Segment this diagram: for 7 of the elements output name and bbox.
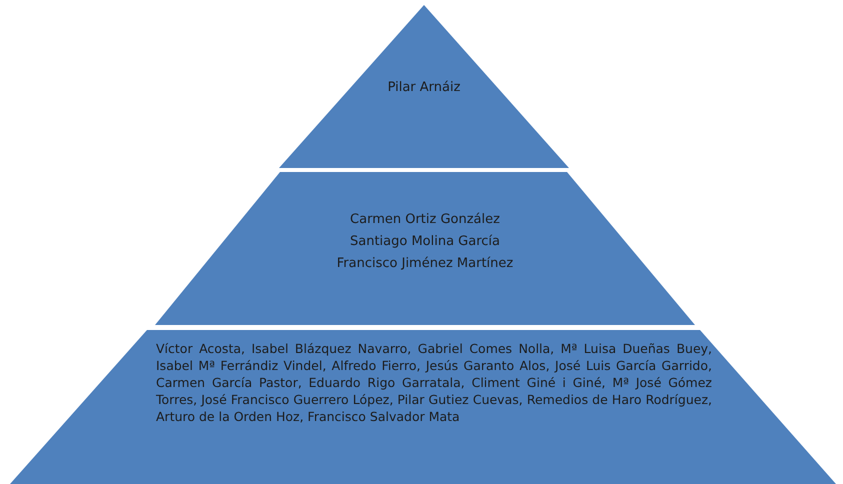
name-text: Pilar Arnáiz [388,80,460,95]
pyramid-tier [10,330,836,484]
pyramid-tier [155,172,695,325]
name-text: Francisco Jiménez Martínez [336,256,514,271]
name-text: Carmen Ortiz González [350,212,500,227]
name-text: Santiago Molina García [350,234,500,249]
name-list: Víctor Acosta, Isabel Blázquez Navarro, Gabriel Comes Nolla, Mª Luisa Dueñas Buey, Isabel Mª Ferrándiz Vindel, Alfredo Fierro, Jesús Garanto Alos, José Luis García Garrido, Carmen García Pastor, Eduardo Rigo Garratala, Climent Giné i Giné, Mª José Gómez Torres, José Francisco Guerrero López, Pilar Gutiez Cuevas, Remedios de Haro Rodríguez, Arturo de la Orden Hoz, Francisco Salvador Mata [156,340,712,425]
